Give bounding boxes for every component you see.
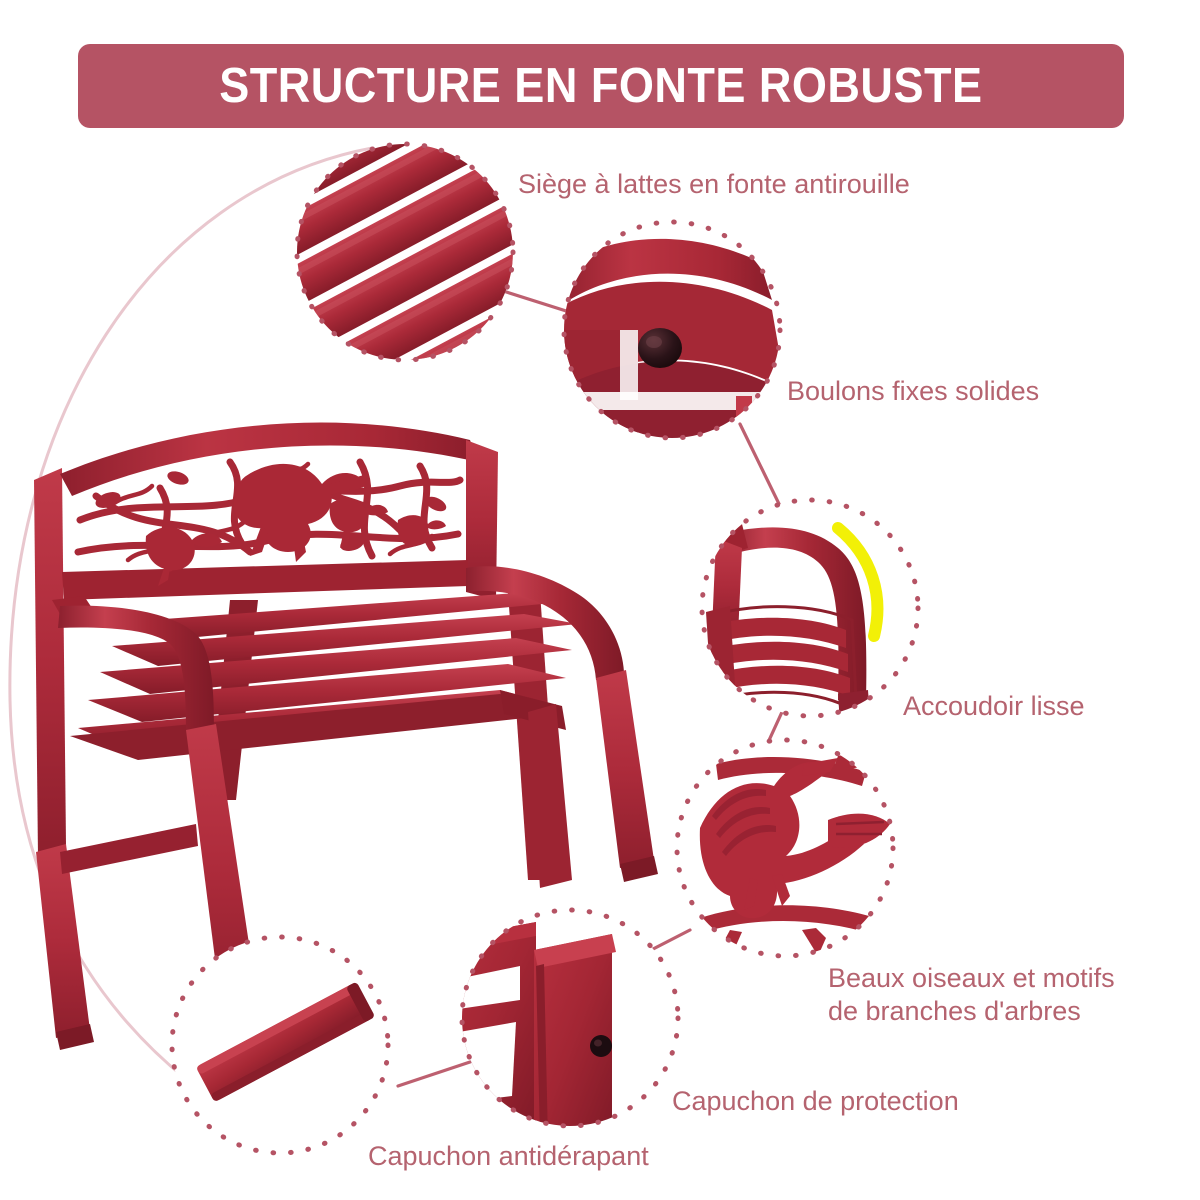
bench-right-arm-and-leg bbox=[466, 566, 654, 888]
callout-label-smooth-armrest: Accoudoir lisse bbox=[903, 691, 1085, 721]
bird-motif-lower bbox=[145, 527, 222, 586]
bird-branch-backrest-panel bbox=[74, 458, 464, 586]
title-banner: STRUCTURE EN FONTE ROBUSTE bbox=[78, 44, 1124, 128]
bench-seat-slats bbox=[70, 592, 584, 760]
decorative-sweep-arc bbox=[8, 146, 373, 1152]
callout-label-protective-cap: Capuchon de protection bbox=[672, 1086, 959, 1116]
detail-circle-armrest bbox=[699, 497, 921, 719]
detail-circle-bird-motif bbox=[674, 737, 896, 959]
callout-label-slat-seat: Siège à lattes en fonte antirouille bbox=[518, 169, 910, 199]
bird-body-shape bbox=[699, 758, 890, 919]
bird-motif-right bbox=[397, 515, 446, 547]
bird-motif-large bbox=[233, 463, 368, 562]
callout-label-anti-slip-cap: Capuchon antidérapant bbox=[368, 1141, 649, 1171]
callout-label-bird-branch-motif: Beaux oiseaux et motifs de branches d'ar… bbox=[828, 963, 1115, 1026]
detail-circle-fixing-bolt bbox=[561, 219, 783, 441]
callout-label-fixing-bolts: Boulons fixes solides bbox=[787, 376, 1040, 406]
bench-left-arm-and-leg bbox=[36, 596, 258, 1038]
detail-circle-protective-cap bbox=[459, 907, 681, 1129]
page-title: STRUCTURE EN FONTE ROBUSTE bbox=[219, 59, 983, 113]
detail-circle-anti-slip-cap bbox=[169, 934, 391, 1156]
bird-motif-small bbox=[329, 498, 388, 548]
product-image-bench bbox=[34, 422, 658, 1050]
